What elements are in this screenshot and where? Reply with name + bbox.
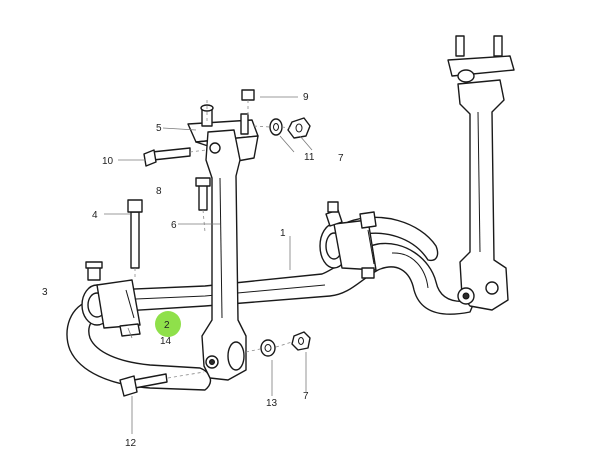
callout-8: 8 <box>156 186 162 197</box>
left-bushing-clamp <box>81 261 141 337</box>
stabilizer-bar <box>66 216 476 391</box>
washer-11 <box>269 118 283 136</box>
bolt-4 <box>127 199 143 269</box>
callout-7-lower: 7 <box>303 391 309 402</box>
bolt-12 <box>119 373 168 397</box>
callout-3: 3 <box>42 287 48 298</box>
nut-7-upper <box>287 117 311 139</box>
nut-9 <box>241 89 255 101</box>
callout-13: 13 <box>266 398 278 409</box>
callout-9: 9 <box>303 92 309 103</box>
callout-4: 4 <box>92 210 98 221</box>
right-drop-link <box>447 35 515 311</box>
bolt-8 <box>195 177 211 211</box>
callout-2[interactable]: 2 <box>164 320 170 331</box>
callout-labels: 1 2 3 4 5 6 7 7 8 9 10 11 12 13 14 <box>42 92 344 449</box>
callout-14: 14 <box>160 336 172 347</box>
leader-lines <box>104 96 313 434</box>
nut-7-lower <box>291 331 311 351</box>
callout-1: 1 <box>280 228 286 239</box>
callout-6: 6 <box>171 220 177 231</box>
callout-11: 11 <box>304 152 315 163</box>
callout-5: 5 <box>156 123 162 134</box>
washer-13 <box>260 339 276 357</box>
callout-12: 12 <box>125 438 137 449</box>
callout-7-upper: 7 <box>338 153 344 164</box>
bolt-10 <box>143 147 191 167</box>
left-drop-link <box>187 104 259 381</box>
callout-2-highlight[interactable] <box>155 311 181 337</box>
assembly-axes <box>134 100 293 379</box>
right-bushing-clamp <box>319 201 377 279</box>
callout-10: 10 <box>102 156 114 167</box>
